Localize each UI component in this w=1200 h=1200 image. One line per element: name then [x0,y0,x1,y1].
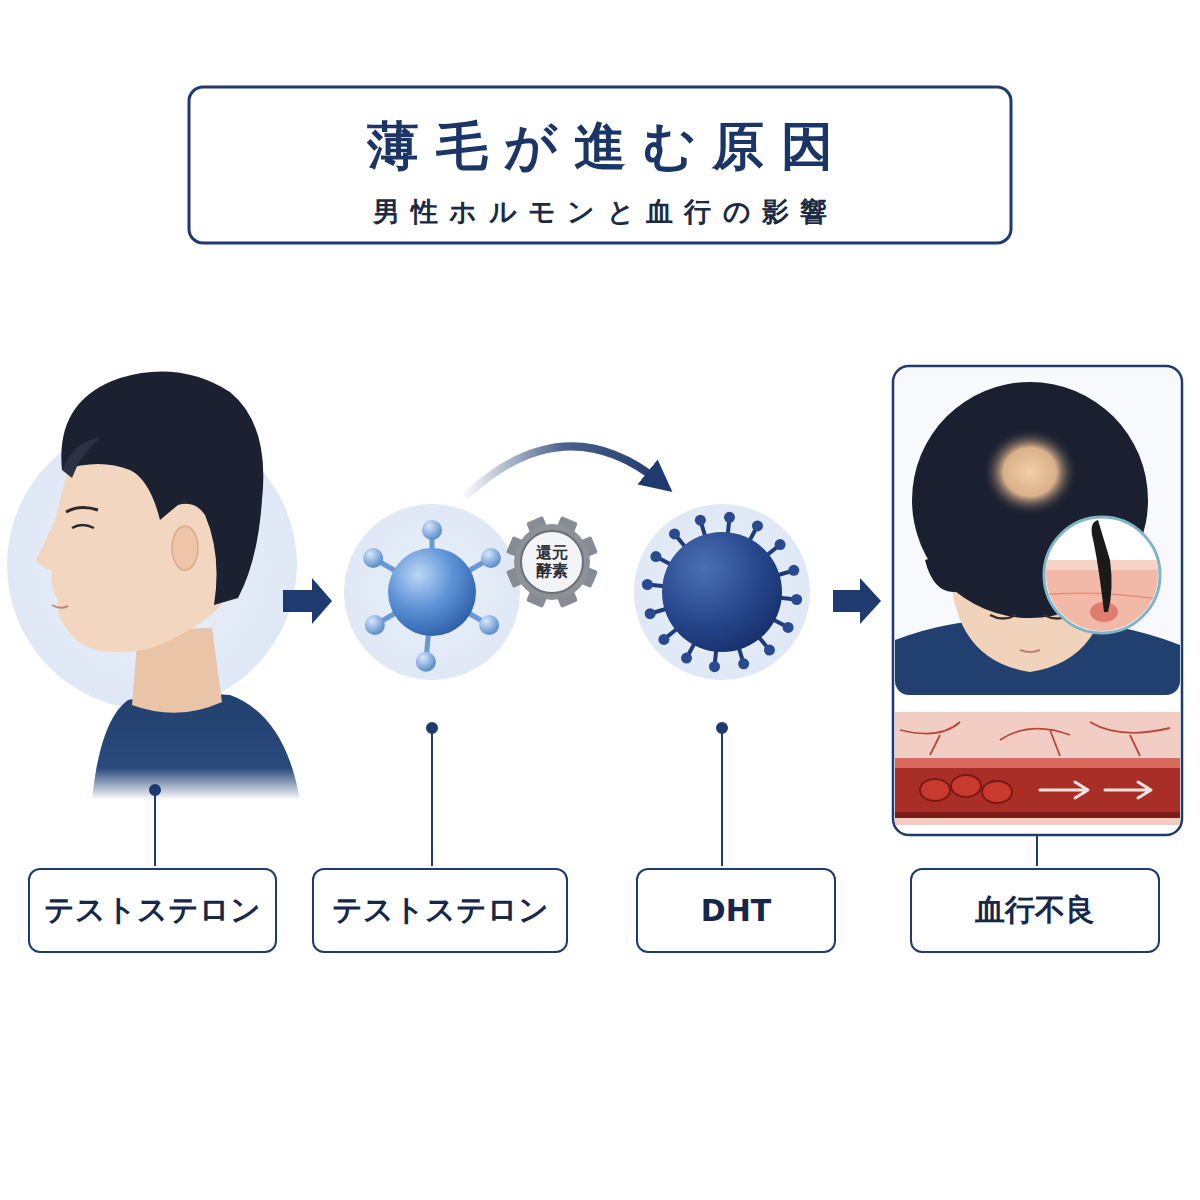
man-profile-part [61,372,263,605]
dht-particle [634,504,810,680]
leader-lines-part [717,723,727,733]
thinning-head [895,368,1180,695]
particle-spikes-part [658,634,669,645]
label-box: テストステロン [312,868,568,953]
blood-vessel-part [900,722,1170,756]
label-box: DHT [636,868,836,953]
molecule-arms-part [479,615,499,635]
label-box: 血行不良 [910,868,1160,953]
leader-lines-part [154,790,156,866]
particle-spikes-part [783,622,794,633]
particle-spikes-part [645,608,656,619]
enzyme-label: 還元 酵素 [534,544,571,581]
molecule-arms-part [422,520,442,540]
leader-lines-part [427,723,437,733]
particle-spikes-part [724,512,735,523]
molecule-arms [363,520,501,672]
man-profile [7,372,300,800]
man-profile-part [172,526,198,570]
blood-vessel-part [895,812,1180,818]
testosterone-molecule-part [344,504,520,680]
subtitle: 男性ホルモンと血行の影響 [190,194,1010,230]
leader-lines-part [1036,836,1038,866]
blood-vessel-part [895,712,1180,825]
diagram-title: 薄毛が進む原因 [190,112,1010,182]
flow-arrow [833,578,881,624]
blood-vessel-part [1040,782,1151,798]
particle-spikes [642,512,802,672]
conversion-arrow [468,446,660,494]
man-profile-part [62,438,100,478]
follicle-inset-part [1040,520,1165,640]
title-frame [189,87,1011,243]
blood-vessel [895,712,1180,825]
gear-shape-part [521,531,583,593]
blood-vessel-part [982,781,1012,803]
blood-vessel-part [951,775,981,797]
molecule-arms-part [365,615,385,635]
blood-vessel-part [895,758,1180,818]
particle-spikes-part [650,551,661,562]
enzyme-gear: 還元 酵素 [502,512,602,612]
particle-spikes-part [752,520,763,531]
particle-spikes-part [642,579,653,590]
thinning-head-part [895,368,1180,695]
node-label: テストステロン [332,890,549,931]
result-panel [893,366,1182,835]
particle-spikes-part [709,661,720,672]
particle-spikes-part [738,658,749,669]
dht-particle-part [662,532,782,652]
follicle-inset-part-part [1092,520,1112,612]
man-profile-part [66,507,98,512]
particle-spikes-part [764,645,775,656]
label-box: テストステロン [28,868,277,953]
particle-spikes-part [775,539,786,550]
blood-vessel-part [920,779,950,801]
blood-vessel-part [895,758,1180,768]
particle-spikes-part [669,528,680,539]
man-profile-part [52,605,68,608]
leader-lines-part [150,785,160,795]
node-label: DHT [701,893,771,928]
follicle-inset [1040,517,1165,640]
flow-arrow [283,578,332,624]
node-label: テストステロン [44,890,261,931]
gear-shape-part [514,524,590,600]
node-label: 血行不良 [975,890,1095,931]
particle-spikes-part [681,653,692,664]
thinning-head-part [982,428,1078,516]
molecule-arms-part [416,652,436,672]
particle-spikes-part [695,515,706,526]
molecule-arms-part [481,548,501,568]
testosterone-molecule-part [388,548,476,636]
thinning-head-part [1020,650,1040,652]
testosterone-molecule [344,504,520,680]
leader-lines [150,723,1037,866]
man-profile-part [72,525,94,528]
dht-particle-part [634,504,810,680]
thinning-head-part [990,615,1016,619]
leader-lines-part [431,728,433,866]
particle-spikes-part [791,594,802,605]
leader-lines-part [721,728,723,866]
particle-spikes-part [788,565,799,576]
molecule-arms-part [363,548,383,568]
